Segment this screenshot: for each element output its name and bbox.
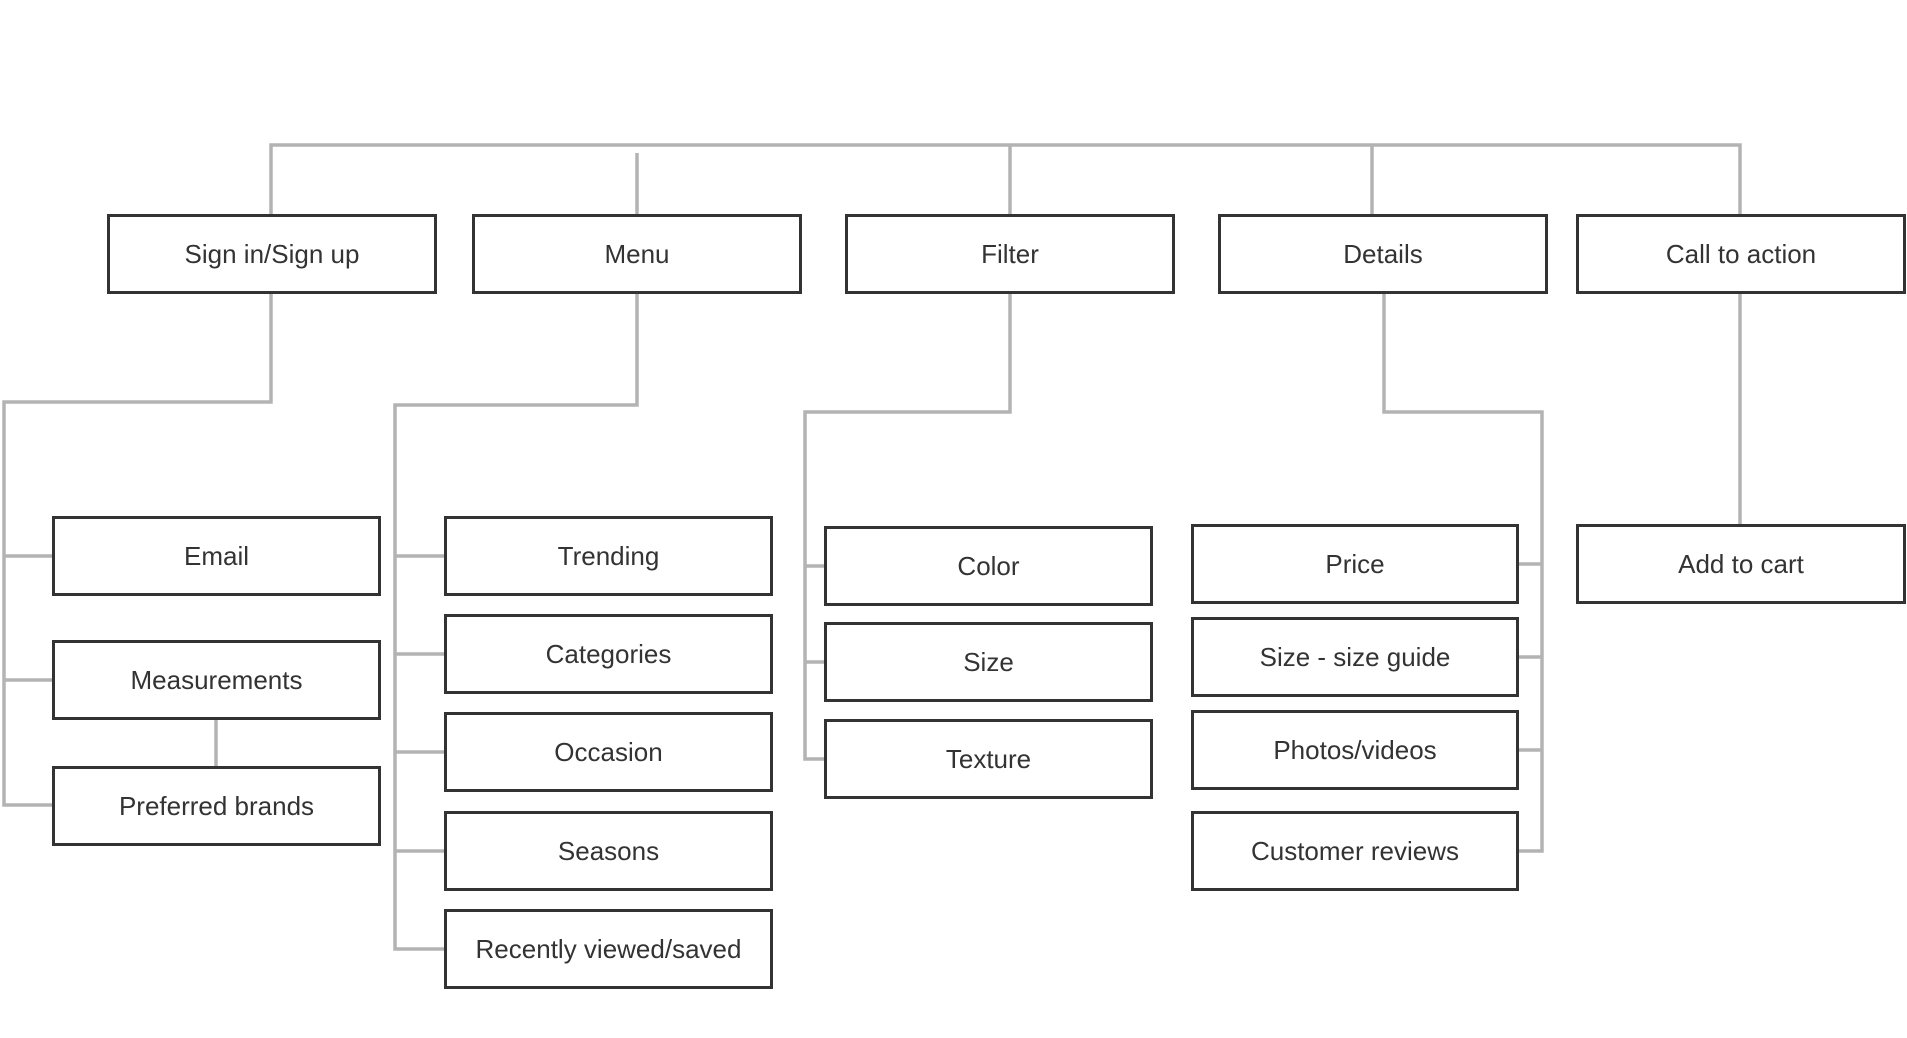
- node-email: Email: [52, 516, 381, 596]
- node-preferred-brands: Preferred brands: [52, 766, 381, 846]
- node-add-to-cart: Add to cart: [1576, 524, 1906, 604]
- node-occasion: Occasion: [444, 712, 773, 792]
- node-customer-reviews: Customer reviews: [1191, 811, 1519, 891]
- connector-filter-branch: [803, 294, 1012, 761]
- connector-signin-branch: [2, 294, 273, 807]
- node-texture: Texture: [824, 719, 1153, 799]
- connector-top-bus: [269, 143, 1742, 214]
- node-measurements: Measurements: [52, 640, 381, 720]
- node-size-guide: Size - size guide: [1191, 617, 1519, 697]
- node-recently-viewed: Recently viewed/saved: [444, 909, 773, 989]
- node-size: Size: [824, 622, 1153, 702]
- node-price: Price: [1191, 524, 1519, 604]
- node-menu: Menu: [472, 214, 802, 294]
- node-details: Details: [1218, 214, 1548, 294]
- node-filter: Filter: [845, 214, 1175, 294]
- node-call-to-action: Call to action: [1576, 214, 1906, 294]
- connector-details-branch: [1382, 294, 1544, 853]
- node-categories: Categories: [444, 614, 773, 694]
- node-photos-videos: Photos/videos: [1191, 710, 1519, 790]
- node-sign-in: Sign in/Sign up: [107, 214, 437, 294]
- node-trending: Trending: [444, 516, 773, 596]
- node-color: Color: [824, 526, 1153, 606]
- connector-menu-branch: [393, 294, 639, 951]
- node-seasons: Seasons: [444, 811, 773, 891]
